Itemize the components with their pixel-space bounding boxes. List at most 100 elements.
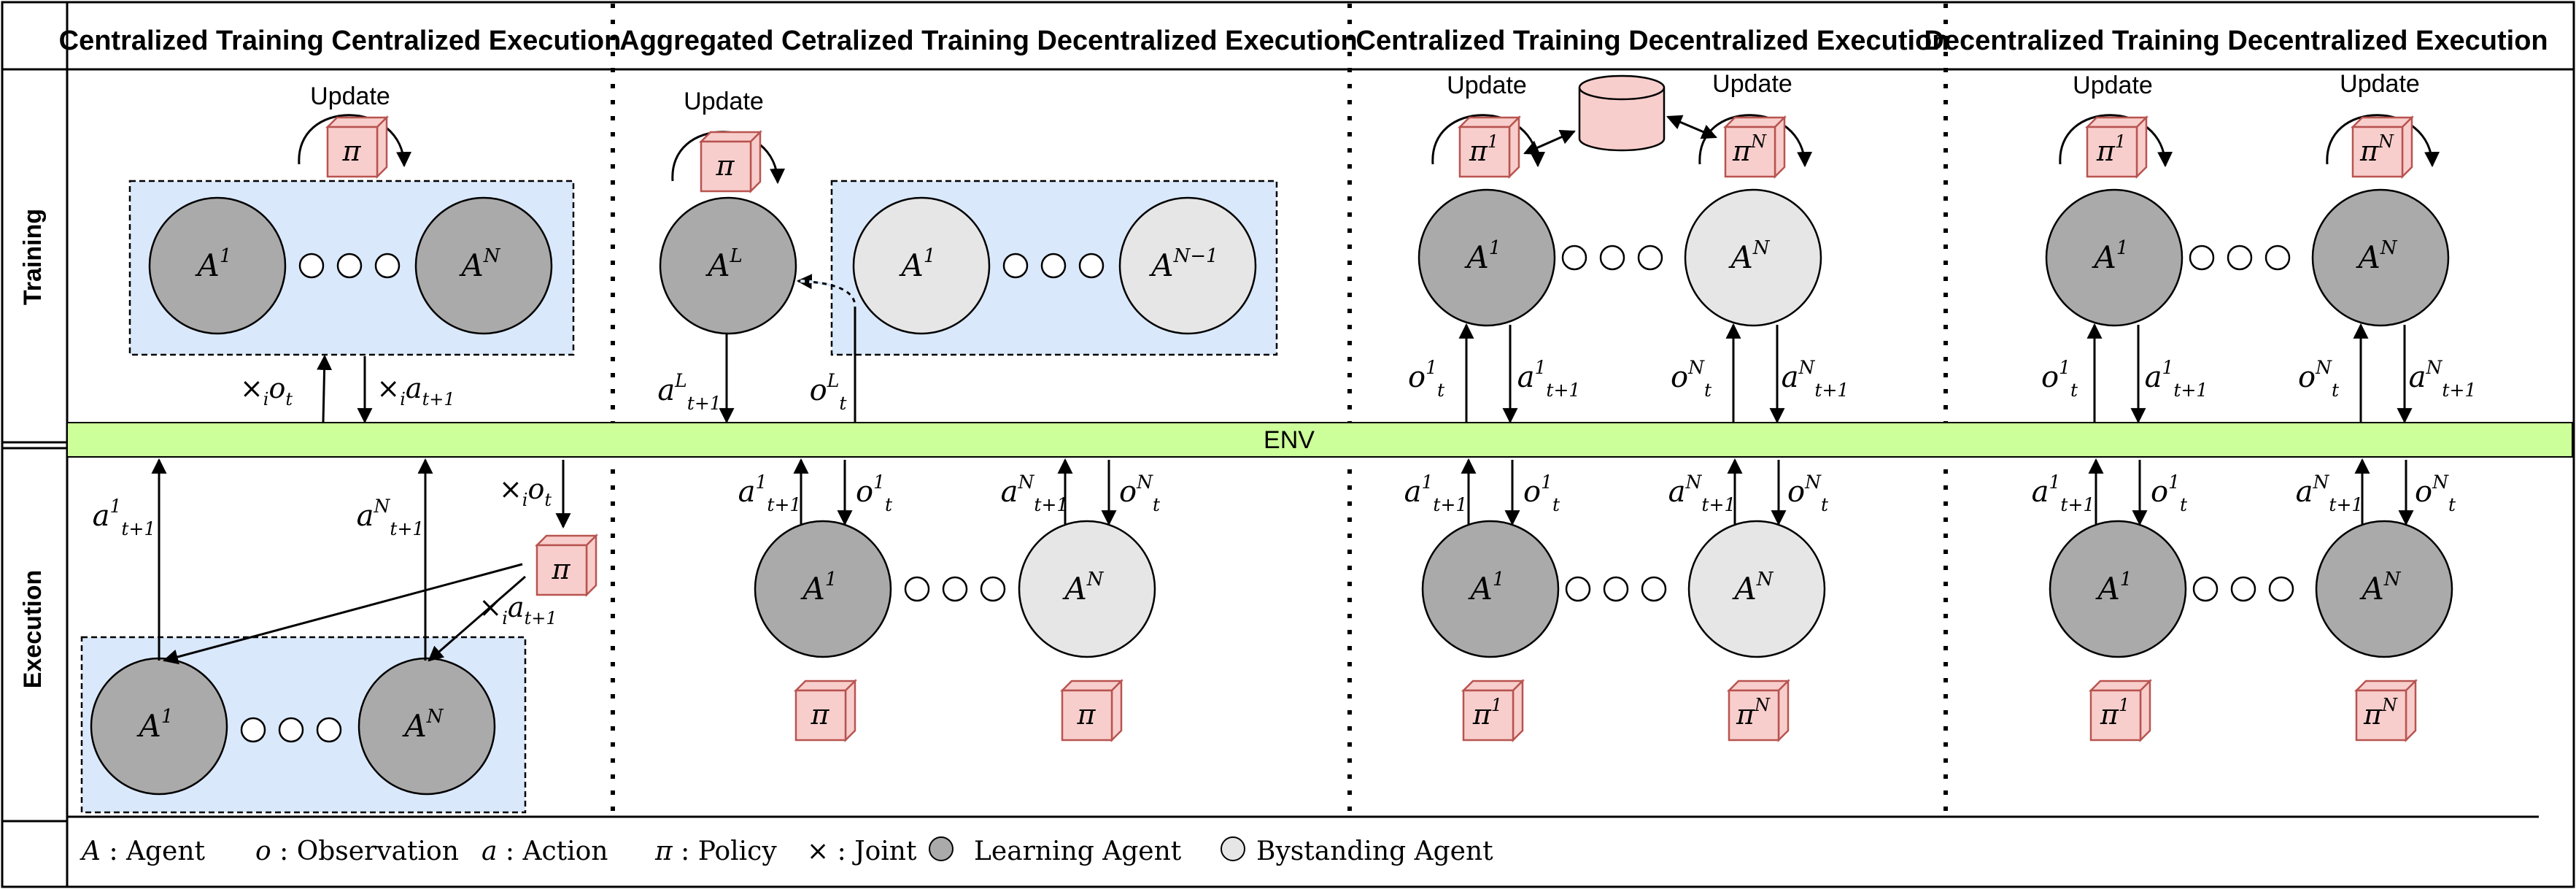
actde-train-ellipsis-dot-2 — [1040, 253, 1067, 279]
header-ctde: Centralized Training Decentralized Execu… — [1356, 26, 1949, 56]
actde-exec-action-n-label: aNt+1 — [1001, 472, 1069, 515]
dtde-exec-ellipsis-dot-3 — [2268, 576, 2294, 602]
dtde-train-policy-n: πN — [2350, 115, 2415, 180]
dtde-train-policy-1: π1 — [2084, 115, 2149, 180]
dtde-exec-ellipsis-dot-2 — [2230, 576, 2256, 602]
actde-exec-agent-n — [1018, 520, 1156, 658]
ctde-train-ellipsis-dot-2 — [1599, 245, 1625, 271]
ctde-train-agent-1 — [1417, 188, 1556, 327]
ctce-exec-joint-action-label: ×iat+1 — [479, 591, 557, 628]
dtde-update-loop-n — [2326, 114, 2440, 168]
dtde-train-agent-n — [2311, 188, 2450, 327]
ctde-buffer-link-1 — [1523, 130, 1576, 155]
actde-update-label: Update — [684, 88, 764, 115]
dtde-train-ellipsis-dot-1 — [2189, 245, 2215, 271]
ctde-update-label-1: Update — [1447, 72, 1527, 99]
dtde-exec-policy-n: πN — [2353, 678, 2418, 743]
actde-train-ellipsis-dot-3 — [1078, 253, 1105, 279]
actde-exec-policy-1: π — [793, 678, 858, 743]
shared-replay-buffer — [1578, 74, 1666, 152]
ctce-joint-obs-label: ×iot — [240, 372, 293, 409]
ctde-exec-obs-n-label: oNt — [1787, 472, 1829, 515]
dtde-exec-action-1-label: a1t+1 — [2032, 472, 2095, 515]
svg-text:πN: πN — [2359, 131, 2394, 167]
dtde-train-obs-n-label: oNt — [2298, 357, 2340, 401]
svg-text:π1: π1 — [2100, 695, 2130, 731]
legend-joint: × : Joint — [807, 836, 917, 866]
ctce-exec-agent-n-label: AN — [401, 706, 444, 744]
ctde-train-ellipsis-dot-3 — [1637, 245, 1663, 271]
dtde-exec-policy-1: π1 — [2088, 678, 2153, 743]
actde-leader-action-label: aLt+1 — [657, 370, 721, 414]
ctde-exec-action-1-label: a1t+1 — [1404, 472, 1468, 515]
actde-exec-obs-1-label: o1t — [856, 472, 893, 515]
ctce-update-loop — [298, 114, 412, 168]
actde-train-agent-n-label: AN−1 — [1148, 245, 1218, 283]
row-label-training: Training — [19, 209, 47, 305]
dtde-exec-ellipsis-dot-1 — [2192, 576, 2219, 602]
ctde-train-agent-1-label: A1 — [1464, 237, 1501, 275]
ctde-exec-ellipsis-dot-3 — [1641, 576, 1667, 602]
dtde-exec-action-n-label: aNt+1 — [2296, 472, 2364, 515]
header-ctce: Centralized Training Centralized Executi… — [59, 26, 622, 56]
legend: A : Agent o : Observation a : Action π :… — [80, 836, 1493, 866]
actde-train-ellipsis-dot-1 — [1002, 253, 1029, 279]
actde-obs-path-dashed — [797, 280, 856, 307]
ctce-train-agent-1 — [148, 196, 287, 335]
row-label-execution: Execution — [19, 570, 47, 688]
ctde-train-action-n-label: aNt+1 — [1782, 357, 1849, 401]
legend-agent: A : Agent — [80, 836, 206, 866]
ctce-exec-policy-to-agent-n — [428, 575, 526, 662]
actde-leader-obs-label: oLt — [810, 370, 848, 414]
svg-text:πN: πN — [1732, 131, 1767, 167]
actde-exec-obs-n-label: oNt — [1119, 472, 1161, 515]
ctce-joint-obs-arrow — [317, 354, 333, 423]
dtde-exec-agent-n — [2315, 520, 2453, 658]
dtde-train-agent-1-label: A1 — [2092, 237, 2129, 275]
ctde-train-policy-1: π1 — [1457, 115, 1522, 180]
ctce-exec-policy-to-agent-1 — [162, 563, 523, 665]
ctce-train-agent-n-label: AN — [458, 245, 500, 283]
ctde-train-action-1-label: a1t+1 — [1517, 357, 1581, 401]
ctde-train-agent-n — [1684, 188, 1822, 327]
actde-exec-ellipsis-dot-2 — [942, 576, 968, 602]
actde-exec-action-1-label: a1t+1 — [738, 472, 802, 515]
ctde-train-policy-n: πN — [1722, 115, 1787, 180]
legend-learning-agent: Learning Agent — [974, 836, 1182, 866]
ctce-exec-action-1-label: a1t+1 — [93, 496, 156, 539]
ctce-train-ellipsis-dot-3 — [374, 253, 401, 279]
header-dtde: Decentralized Training Decentralized Exe… — [1924, 26, 2548, 56]
dtde-train-agent-1 — [2045, 188, 2184, 327]
ctde-train-obs-n-label: oNt — [1671, 357, 1712, 401]
header-actde: Aggregated Cetralized Training Decentral… — [619, 26, 1357, 56]
ctce-train-policy: π — [325, 115, 390, 180]
ctde-exec-ellipsis-dot-2 — [1603, 576, 1629, 602]
ctde-exec-agent-n-label: AN — [1731, 569, 1774, 607]
legend-observation: o : Observation — [255, 836, 459, 866]
ctce-train-agent-n — [414, 196, 553, 335]
dtde-exec-obs-n-label: oNt — [2415, 472, 2456, 515]
dtde-train-agent-n-label: AN — [2355, 237, 2397, 275]
env-bar — [66, 422, 2573, 458]
actde-exec-ellipsis-dot-1 — [904, 576, 930, 602]
ctde-train-agent-n-label: AN — [1728, 237, 1770, 275]
svg-text:π: π — [1077, 698, 1096, 731]
ctce-exec-ellipsis-dot-2 — [278, 717, 304, 743]
ctce-exec-action-n-label: aNt+1 — [357, 496, 425, 539]
ctce-exec-policy: π — [534, 533, 599, 598]
dtde-train-obs-1-label: o1t — [2041, 357, 2078, 401]
dtde-update-label-1: Update — [2073, 72, 2153, 99]
actde-train-policy: π — [698, 129, 763, 194]
ctde-exec-agent-1-label: A1 — [1468, 569, 1505, 607]
dtde-exec-agent-n-label: AN — [2359, 569, 2401, 607]
svg-text:πN: πN — [1736, 695, 1771, 731]
dtde-exec-agent-1 — [2049, 520, 2187, 658]
ctce-train-agent-1-label: A1 — [195, 245, 232, 283]
dtde-train-action-n-label: aNt+1 — [2409, 357, 2477, 401]
ctce-train-ellipsis-dot-2 — [336, 253, 363, 279]
ctde-exec-agent-n — [1687, 520, 1826, 658]
svg-text:πN: πN — [2363, 695, 2398, 731]
ctde-exec-policy-n: πN — [1726, 678, 1791, 743]
legend-action: a : Action — [481, 836, 608, 866]
